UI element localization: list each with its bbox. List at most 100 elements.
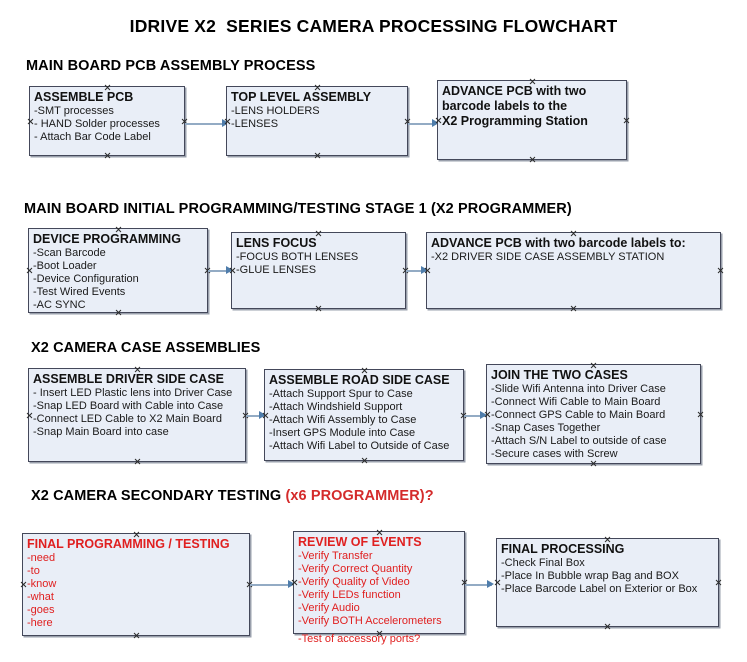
arrow-head [432,118,439,127]
node-line: -GLUE LENSES [236,263,317,276]
node-line: - HAND Solder processes [34,117,160,130]
node-line: -Verify Audio [298,601,360,614]
node-title: FINAL PROCESSING [501,542,625,556]
node-body: TOP LEVEL ASSEMBLY -LENS HOLDERS -LENSES [227,87,407,131]
node-line: -Attach Wifi Assembly to Case [269,413,417,426]
node-lens-focus[interactable]: LENS FOCUS -FOCUS BOTH LENSES -GLUE LENS… [231,232,406,309]
arrow-final-programming-to-review-of-events [250,584,292,586]
node-line: -Test Wired Events [33,285,126,298]
arrow-head [259,410,266,419]
node-title: ASSEMBLE DRIVER SIDE CASE [33,372,225,386]
node-line: -Device Configuration [33,272,139,285]
node-line: -Place In Bubble wrap Bag and BOX [501,569,679,582]
node-line: -Connect Wifi Cable to Main Board [491,395,661,408]
node-assemble-driver-side-case[interactable]: ASSEMBLE DRIVER SIDE CASE - Insert LED P… [28,368,246,462]
node-line: - Attach Bar Code Label [34,130,151,143]
node-title: JOIN THE TWO CASES [491,368,628,382]
node-line: -Attach Wifi Label to Outside of Case [269,439,450,452]
node-line: -Boot Loader [33,259,97,272]
node-review-of-events[interactable]: REVIEW OF EVENTS -Verify Transfer -Verif… [293,531,465,645]
node-line: -goes [27,603,55,616]
connector-handle-right[interactable] [717,267,724,274]
node-line: -Snap Main Board into case [33,425,169,438]
section-heading-text: X2 CAMERA CASE ASSEMBLIES [31,340,261,356]
node-line: -Connect LED Cable to X2 Main Board [33,412,222,425]
node-body: ADVANCE PCB with two barcode labels to: … [427,233,720,264]
node-line: -need [27,551,56,564]
section-heading-accent: (x6 PROGRAMMER)? [285,488,434,504]
node-title: ADVANCE PCB with two [442,84,587,98]
connector-handle-bottom[interactable] [570,305,577,312]
node-title: LENS FOCUS [236,236,317,250]
node-line: -Attach Windshield Support [269,400,403,413]
arrow-head [226,265,233,274]
node-body: LENS FOCUS -FOCUS BOTH LENSES -GLUE LENS… [232,233,405,277]
node-line: -AC SYNC [33,298,86,311]
node-line: -Attach S/N Label to outside of case [491,434,667,447]
node-body: FINAL PROGRAMMING / TESTING -need -to -k… [23,534,249,630]
connector-handle-bottom[interactable] [315,305,322,312]
node-line: -Connect GPS Cable to Main Board [491,408,666,421]
node-line: -Verify Transfer [298,549,373,562]
node-advance-pcb-to-driver-side-case-assembly[interactable]: ADVANCE PCB with two barcode labels to: … [426,232,721,309]
connector-handle-bottom[interactable] [529,156,536,163]
connector-handle-bottom[interactable] [104,152,111,159]
arrow-head [487,579,494,588]
arrow-head [421,265,428,274]
node-title: REVIEW OF EVENTS [298,535,422,549]
node-final-programming-testing[interactable]: FINAL PROGRAMMING / TESTING -need -to -k… [22,533,250,636]
node-body: ADVANCE PCB with two barcode labels to t… [438,81,626,128]
node-line: -here [27,616,53,629]
node-title-cont: X2 Programming Station [442,113,588,128]
node-line: -Snap Cases Together [491,421,601,434]
node-line: -Snap LED Board with Cable into Case [33,399,224,412]
section-heading-x2-camera-secondary-testing: X2 CAMERA SECONDARY TESTING (x6 PROGRAMM… [31,488,434,504]
connector-handle-bottom[interactable] [314,152,321,159]
arrow-assemble-pcb-to-top-level-assembly [185,123,225,125]
section-heading-main-board-pcb-assembly-process: MAIN BOARD PCB ASSEMBLY PROCESS [26,58,315,74]
arrow-review-of-events-to-final-processing [465,584,492,586]
node-line: -Scan Barcode [33,246,106,259]
node-body: DEVICE PROGRAMMING -Scan Barcode -Boot L… [29,229,207,312]
node-line: -Secure cases with Screw [491,447,618,460]
arrow-head [288,579,295,588]
node-title: ASSEMBLE ROAD SIDE CASE [269,373,450,387]
node-title: DEVICE PROGRAMMING [33,232,181,246]
arrow-top-level-assembly-to-advance-pcb [408,123,436,125]
node-body: ASSEMBLE PCB -SMT processes - HAND Solde… [30,87,184,144]
node-line: -Slide Wifi Antenna into Driver Case [491,382,666,395]
node-join-the-two-cases[interactable]: JOIN THE TWO CASES -Slide Wifi Antenna i… [486,364,701,464]
node-advance-pcb-to-x2-programming-station[interactable]: ADVANCE PCB with two barcode labels to t… [437,80,627,160]
node-body: REVIEW OF EVENTS -Verify Transfer -Verif… [294,532,464,645]
node-device-programming[interactable]: DEVICE PROGRAMMING -Scan Barcode -Boot L… [28,228,208,313]
node-line: -LENS HOLDERS [231,104,320,117]
section-heading-text: MAIN BOARD INITIAL PROGRAMMING/TESTING S… [24,201,572,217]
node-line: -Place Barcode Label on Exterior or Box [501,582,698,595]
node-top-level-assembly[interactable]: TOP LEVEL ASSEMBLY -LENS HOLDERS -LENSES [226,86,408,156]
section-heading-text: MAIN BOARD PCB ASSEMBLY PROCESS [26,58,316,74]
node-line: -to [27,564,40,577]
node-final-processing[interactable]: FINAL PROCESSING -Check Final Box -Place… [496,538,719,627]
arrow-driver-side-case-to-road-side-case [246,415,264,417]
arrow-device-programming-to-lens-focus [208,270,230,272]
connector-handle-bottom[interactable] [604,623,611,630]
node-title-cont: barcode labels to the [442,98,568,113]
node-assemble-pcb[interactable]: ASSEMBLE PCB -SMT processes - HAND Solde… [29,86,185,156]
node-body: ASSEMBLE DRIVER SIDE CASE - Insert LED P… [29,369,245,439]
node-assemble-road-side-case[interactable]: ASSEMBLE ROAD SIDE CASE -Attach Support … [264,369,464,461]
node-line: - Insert LED Plastic lens into Driver Ca… [33,386,233,399]
connector-handle-bottom[interactable] [134,458,141,465]
connector-handle-bottom[interactable] [361,457,368,464]
connector-handle-bottom[interactable] [133,632,140,639]
node-title: TOP LEVEL ASSEMBLY [231,90,372,104]
node-line: -Verify BOTH Accelerometers [298,614,442,627]
node-line: -Check Final Box [501,556,585,569]
node-line: -Verify Quality of Video [298,575,410,588]
node-body: JOIN THE TWO CASES -Slide Wifi Antenna i… [487,365,700,461]
section-heading-x2-camera-case-assemblies: X2 CAMERA CASE ASSEMBLIES [31,340,260,356]
arrow-road-side-case-to-join-the-two-cases [464,415,485,417]
node-line: -Insert GPS Module into Case [269,426,416,439]
arrow-head [480,410,487,419]
section-heading-text: X2 CAMERA SECONDARY TESTING [31,488,286,504]
node-line: -what [27,590,54,603]
